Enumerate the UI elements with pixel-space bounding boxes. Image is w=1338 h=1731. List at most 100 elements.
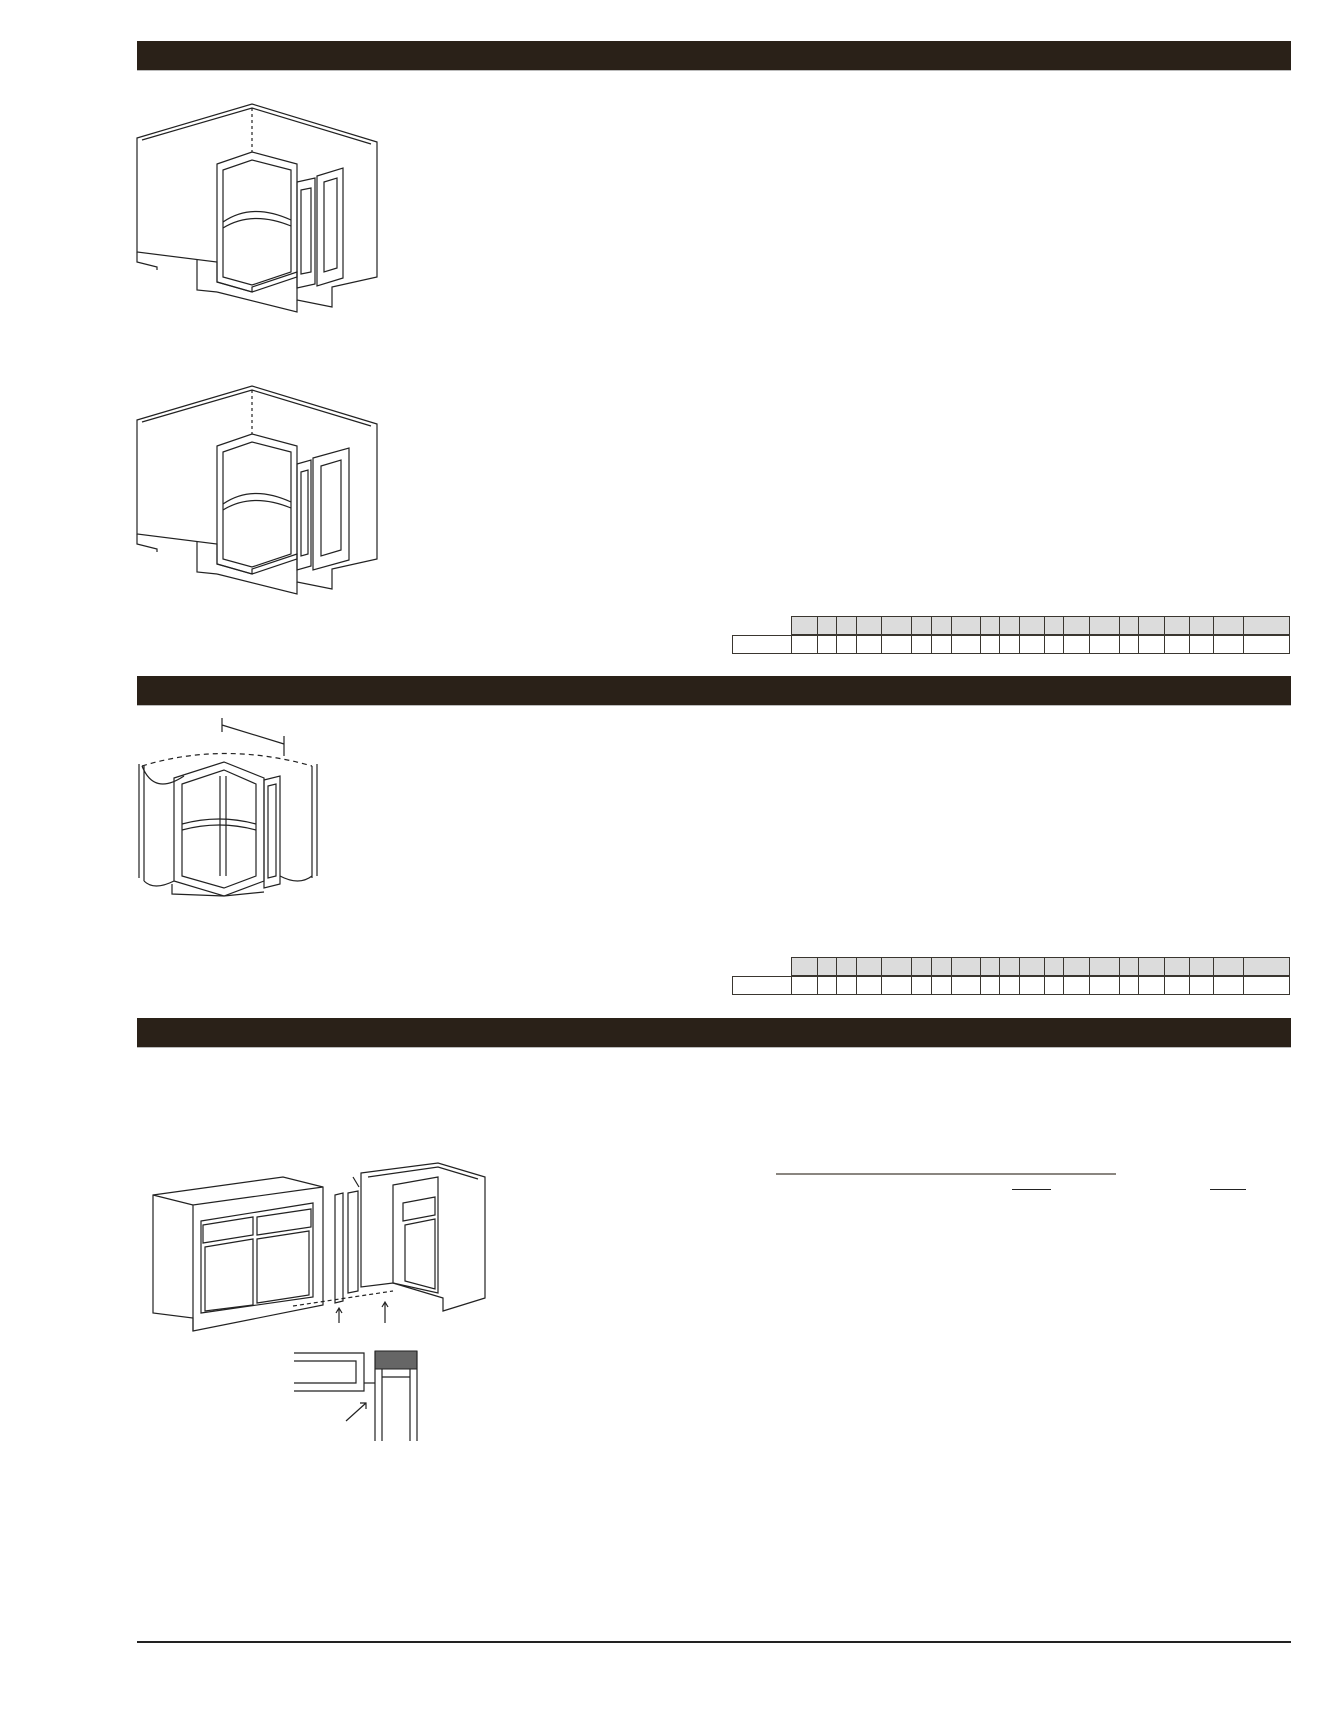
table-cell (1164, 976, 1190, 995)
table-header-cell (791, 616, 818, 635)
table-cell (1044, 976, 1064, 995)
table-header-cell (1189, 957, 1214, 976)
table-cell (999, 635, 1020, 654)
table-header-cell (1164, 616, 1190, 635)
table-row (732, 976, 1290, 995)
table-header-row (791, 616, 1290, 635)
table-header-cell (791, 957, 818, 976)
table-cell (1119, 635, 1139, 654)
blind-corner-installation-illustration (153, 1163, 489, 1331)
table-header-cell (1019, 957, 1045, 976)
table-cell (791, 976, 818, 995)
table-cell (931, 976, 952, 995)
table-header-cell (999, 616, 1020, 635)
table-cell (1119, 976, 1139, 995)
table-cell (1089, 976, 1120, 995)
table-cell (1243, 635, 1290, 654)
table-cell (856, 635, 882, 654)
dimension-table-2 (732, 957, 1293, 996)
table-row-label-cell (732, 976, 792, 995)
table-cell (1063, 635, 1090, 654)
table-header-cell (931, 616, 952, 635)
table-row (732, 635, 1290, 654)
table-cell (1213, 976, 1244, 995)
table-header-cell (999, 957, 1020, 976)
table-cell (951, 635, 981, 654)
table-cell (911, 976, 932, 995)
table-cell (1189, 976, 1214, 995)
table-header-cell (980, 616, 1000, 635)
table-header-cell (1119, 957, 1139, 976)
table-cell (791, 635, 818, 654)
table-header-cell (911, 957, 932, 976)
short-underline-2 (1210, 1189, 1246, 1190)
table-header-cell (1089, 616, 1120, 635)
table-cell (856, 976, 882, 995)
table-cell (1138, 976, 1165, 995)
table-header-cell (951, 957, 981, 976)
table-cell (980, 635, 1000, 654)
table-header-cell (1063, 616, 1090, 635)
table-cell (911, 635, 932, 654)
table-header-cell (1044, 616, 1064, 635)
table-header-cell (817, 957, 837, 976)
dimension-table-1 (732, 616, 1293, 655)
table-cell (1243, 976, 1290, 995)
table-header-cell (980, 957, 1000, 976)
table-cell (1063, 976, 1090, 995)
section-header-bar-3 (137, 1018, 1291, 1048)
table-header-cell (1243, 957, 1290, 976)
table-cell (1089, 635, 1120, 654)
table-header-cell (911, 616, 932, 635)
table-cell (1189, 635, 1214, 654)
table-row-label-cell (732, 635, 792, 654)
table-cell (1044, 635, 1064, 654)
table-header-cell (1138, 957, 1165, 976)
table-cell (1138, 635, 1165, 654)
table-cell (1213, 635, 1244, 654)
table-cell (817, 976, 837, 995)
table-header-cell (1213, 616, 1244, 635)
table-header-cell (951, 616, 981, 635)
filler-detail-illustration (294, 1351, 420, 1441)
lazy-susan-cabinet-illustration (134, 716, 320, 896)
page-footer-rule (137, 1641, 1291, 1643)
table-header-cell (1213, 957, 1244, 976)
table-header-cell (836, 957, 857, 976)
corner-cabinet-illustration-1 (137, 102, 379, 324)
table-cell (951, 976, 981, 995)
table-cell (817, 635, 837, 654)
table-header-cell (1019, 616, 1045, 635)
table-header-cell (881, 957, 912, 976)
table-header-cell (881, 616, 912, 635)
table-header-cell (836, 616, 857, 635)
table-header-row (791, 957, 1290, 976)
table-cell (999, 976, 1020, 995)
table-cell (836, 976, 857, 995)
table-header-cell (1243, 616, 1290, 635)
table-header-cell (1164, 957, 1190, 976)
table-cell (836, 635, 857, 654)
section-rule (776, 1173, 1116, 1175)
table-header-cell (1119, 616, 1139, 635)
table-header-cell (1044, 957, 1064, 976)
table-header-cell (1063, 957, 1090, 976)
table-header-cell (856, 616, 882, 635)
table-header-cell (856, 957, 882, 976)
section-header-bar-1 (137, 41, 1291, 71)
corner-cabinet-illustration-2 (137, 384, 379, 606)
short-underline-1 (1012, 1189, 1051, 1190)
table-cell (931, 635, 952, 654)
table-header-cell (1089, 957, 1120, 976)
table-cell (881, 635, 912, 654)
table-header-cell (1189, 616, 1214, 635)
table-cell (1019, 976, 1045, 995)
section-header-bar-2 (137, 676, 1291, 706)
table-cell (980, 976, 1000, 995)
table-header-cell (817, 616, 837, 635)
table-cell (1164, 635, 1190, 654)
table-cell (1019, 635, 1045, 654)
table-header-cell (931, 957, 952, 976)
table-cell (881, 976, 912, 995)
table-header-cell (1138, 616, 1165, 635)
